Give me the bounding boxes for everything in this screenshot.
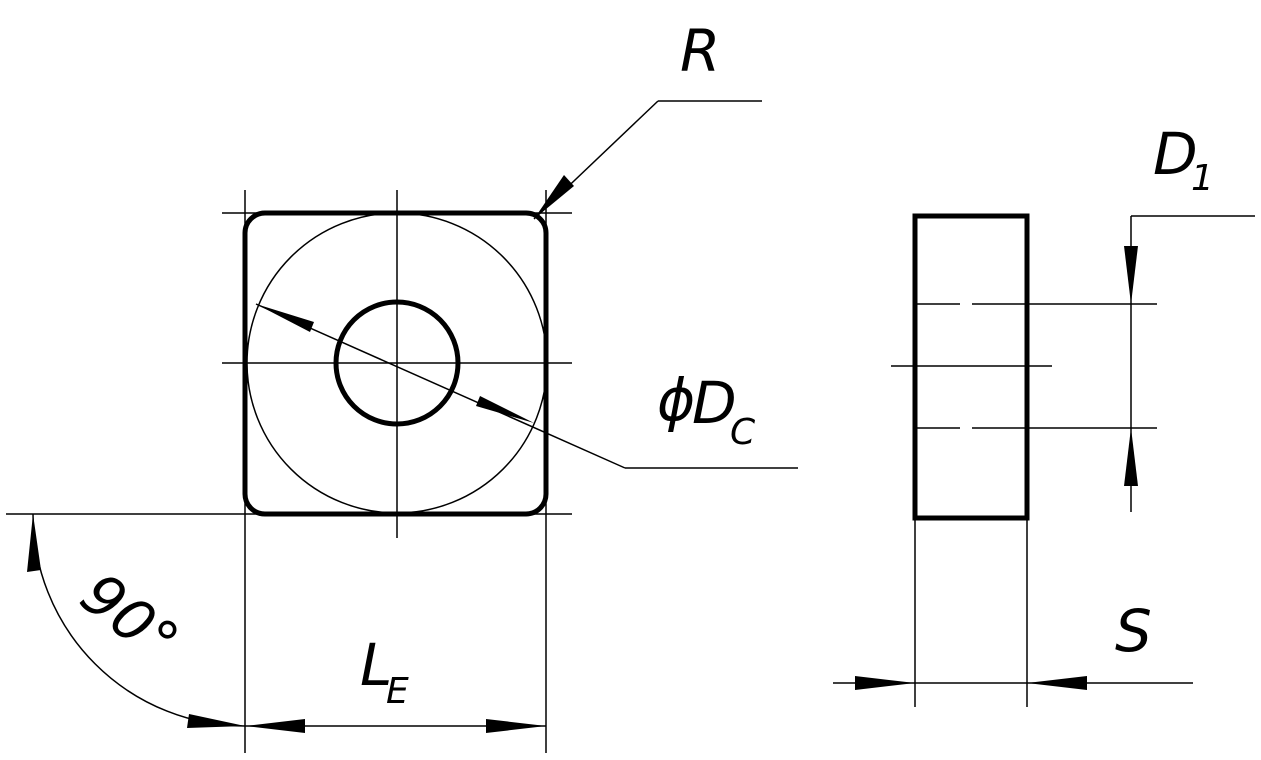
length-dimension: L E: [245, 631, 546, 733]
length-arrow-right: [486, 719, 546, 733]
radius-label: R: [680, 17, 720, 85]
angle-label: 90°: [68, 559, 191, 676]
thickness-dimension: S: [833, 597, 1193, 690]
hole-dimension: D 1: [1124, 120, 1255, 512]
front-view: [6, 190, 572, 753]
side-view: [891, 213, 1157, 707]
diameter-symbol: ϕ: [657, 366, 695, 434]
diameter-dimension: ϕ D C: [255, 303, 798, 469]
angle-arrow-bottom: [187, 714, 245, 728]
length-label: L: [360, 631, 392, 699]
diameter-subscript: C: [730, 412, 756, 453]
hole-label: D: [1153, 120, 1198, 188]
hole-subscript: 1: [1191, 158, 1214, 199]
length-subscript: E: [386, 671, 409, 712]
radius-arrow: [534, 175, 574, 219]
insert-outline: [242, 210, 549, 517]
length-arrow-left: [245, 719, 305, 733]
diameter-label: D: [692, 369, 737, 437]
thickness-arrow-left: [855, 676, 915, 690]
angle-arrow-top: [27, 514, 41, 572]
diameter-dimension-line: [255, 303, 626, 469]
center-hole: [333, 299, 461, 427]
diameter-arrow-lower: [476, 396, 534, 423]
radius-dimension: R: [533, 17, 762, 220]
angle-dimension: 90°: [27, 513, 246, 728]
thickness-arrow-right: [1027, 676, 1087, 690]
hole-arrow-bottom: [1124, 428, 1138, 486]
thickness-label: S: [1115, 597, 1152, 665]
hole-arrow-top: [1124, 246, 1138, 304]
diameter-arrow-upper: [256, 304, 314, 332]
side-outline: [912, 213, 1030, 521]
